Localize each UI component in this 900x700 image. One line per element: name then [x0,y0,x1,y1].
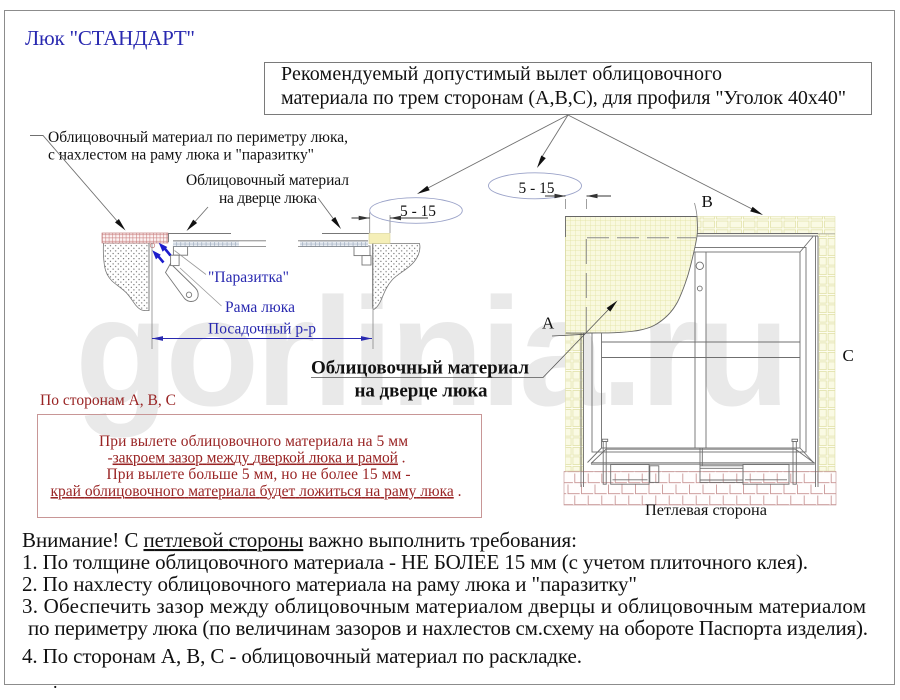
svg-text:4. По сторонам А, В, С - облиц: 4. По сторонам А, В, С - облицовочный ма… [22,644,582,668]
svg-text:В: В [702,192,713,211]
svg-text:По сторонам А, В, С: По сторонам А, В, С [40,392,176,409]
svg-text:Облицовочный материал: Облицовочный материал [311,358,529,379]
svg-text:Люк "СТАНДАРТ": Люк "СТАНДАРТ" [25,26,195,50]
svg-text:А: А [542,314,555,333]
svg-text:Петлевая сторона: Петлевая сторона [645,500,767,519]
svg-text:Внимание! С петлевой стороны в: Внимание! С петлевой стороны важно выпол… [22,528,577,552]
svg-text:Посадочный р-р: Посадочный р-р [208,321,316,338]
svg-text:Облицовочный материал: Облицовочный материал [186,172,349,189]
svg-text:Рама люка: Рама люка [225,299,295,316]
svg-text:1. По толщине облицовочного ма: 1. По толщине облицовочного материала - … [22,550,808,574]
svg-text:.: . [53,672,58,692]
svg-text:по периметру люка (по величина: по периметру люка (по величинам зазоров … [28,616,868,640]
svg-text:край облицовочного материала б: край облицовочного материала будет ложит… [51,483,462,500]
svg-text:2. По нахлесту облицовочного м: 2. По нахлесту облицовочного материала н… [22,572,637,596]
svg-text:5 - 15: 5 - 15 [400,203,436,220]
svg-text:С: С [843,346,854,365]
svg-text:"Паразитка": "Паразитка" [208,269,289,286]
svg-text:Облицовочный материал по перим: Облицовочный материал по периметру люка, [48,129,348,146]
svg-text:на дверце люка: на дверце люка [355,381,489,402]
svg-text:При вылете больше 5 мм, но не: При вылете больше 5 мм, но не более 15 м… [107,466,411,483]
svg-text:материала по трем сторонам (А,: материала по трем сторонам (А,В,С), для … [281,87,846,109]
svg-text:на дверце люка: на дверце люка [219,190,317,207]
svg-text:с нахлестом на раму люка и "па: с нахлестом на раму люка и "паразитку" [48,147,314,164]
svg-text:При вылете облицовочного матер: При вылете облицовочного материала на 5 … [99,433,408,450]
svg-text:Рекомендуемый допустимый вылет: Рекомендуемый допустимый вылет облицовоч… [281,63,722,85]
svg-text:5 - 15: 5 - 15 [519,180,555,197]
svg-text:3. Обеспечить зазор между обли: 3. Обеспечить зазор между облицовочным м… [22,594,866,618]
svg-text:-закроем зазор между дверкой л: -закроем зазор между дверкой люка и рамо… [108,450,406,467]
